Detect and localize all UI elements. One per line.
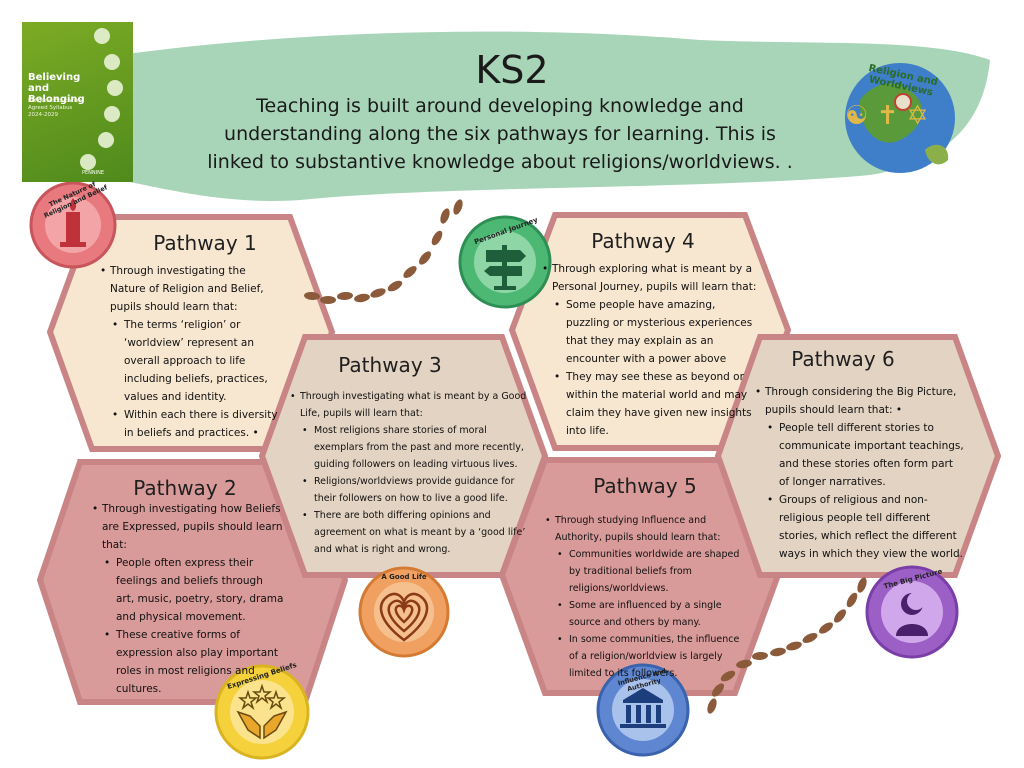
pathway-6-point: Groups of religious and non-religious pe…	[765, 491, 965, 563]
pathway-1-point: Within each there is diversity in belief…	[110, 406, 278, 442]
pathway-3-title: Pathway 3	[338, 353, 442, 377]
pathway-6-point: People tell different stories to communi…	[765, 419, 965, 491]
page-title: KS2	[475, 48, 549, 92]
pathway-3-point: Religions/worldviews provide guidance fo…	[300, 473, 538, 507]
pathway-3-point: Most religions share stories of moral ex…	[300, 422, 538, 473]
pathway-1-title: Pathway 1	[153, 231, 257, 255]
cover-symbols-overlay	[80, 28, 123, 170]
badge-big-picture	[865, 565, 959, 659]
page-subtitle: Teaching is built around developing know…	[207, 95, 793, 173]
pathway-1-intro: Through investigating the Nature of Reli…	[100, 262, 278, 316]
building-icon	[620, 688, 666, 728]
footprints-trail-top	[304, 199, 463, 304]
signpost-icon	[484, 245, 526, 290]
hands-stars-icon	[236, 683, 288, 740]
pathway-6-intro: Through considering the Big Picture, pup…	[755, 383, 965, 419]
cover-footer: PENNINE	[82, 170, 105, 176]
pathway-3-point: There are both differing opinions and ag…	[300, 507, 538, 558]
heart-maze-icon	[379, 592, 429, 642]
pathway-2-point: People often express their feelings and …	[102, 554, 284, 626]
pathway-2-title: Pathway 2	[133, 476, 237, 500]
pathway-5-intro: Through studying Influence and Authority…	[545, 512, 743, 546]
pathway-2-list: Through investigating how Beliefs are Ex…	[92, 500, 284, 698]
pathway-5-point: Some are influenced by a single source a…	[555, 597, 743, 631]
badge-good-life	[358, 566, 450, 658]
pathway-3-list: Through investigating what is meant by a…	[290, 388, 538, 558]
pathway-1-point: The terms ‘religion’ or ‘worldview’ repr…	[110, 316, 278, 406]
pathway-4-point: They may see these as beyond or within t…	[552, 368, 762, 440]
badge-label-good-life: A Good Life	[381, 573, 427, 581]
cover-title: Believing and Belonging	[28, 72, 85, 105]
syllabus-cover: Believing and Belonging Religious Educat…	[22, 22, 133, 182]
pathway-4-point: Some people have amazing, puzzling or my…	[552, 296, 762, 368]
moon-person-icon	[896, 592, 928, 636]
pathway-4-title: Pathway 4	[591, 229, 695, 253]
candle-icon	[60, 198, 86, 247]
pathway-4-intro: Through exploring what is meant by a Per…	[542, 260, 762, 296]
pathway-2-point: These creative forms of expression also …	[102, 626, 284, 698]
pathway-5-list: Through studying Influence and Authority…	[545, 512, 743, 682]
badge-personal-journey	[458, 215, 552, 309]
title-banner	[120, 31, 990, 201]
pathway-5-point: Communities worldwide are shaped by trad…	[555, 546, 743, 597]
pathway-2-intro: Through investigating how Beliefs are Ex…	[92, 500, 284, 554]
pathway-5-point: In some communities, the influence of a …	[555, 631, 743, 682]
religious-symbols-icon: ☯ ✝ ✡	[845, 101, 928, 131]
badge-nature-of-religion	[29, 181, 117, 269]
pathway-5-title: Pathway 5	[593, 474, 697, 498]
pathway-1-list: Through investigating the Nature of Reli…	[100, 262, 278, 442]
pathway-3-intro: Through investigating what is meant by a…	[290, 388, 538, 422]
religion-worldviews-logo: ☯ ✝ ✡	[845, 63, 955, 173]
pathway-4-list: Through exploring what is meant by a Per…	[542, 260, 762, 440]
cover-subtitle: Religious Education Agreed Syllabus 2024…	[28, 98, 82, 118]
pathway-6-list: Through considering the Big Picture, pup…	[755, 383, 965, 563]
pathway-6-title: Pathway 6	[791, 347, 895, 371]
